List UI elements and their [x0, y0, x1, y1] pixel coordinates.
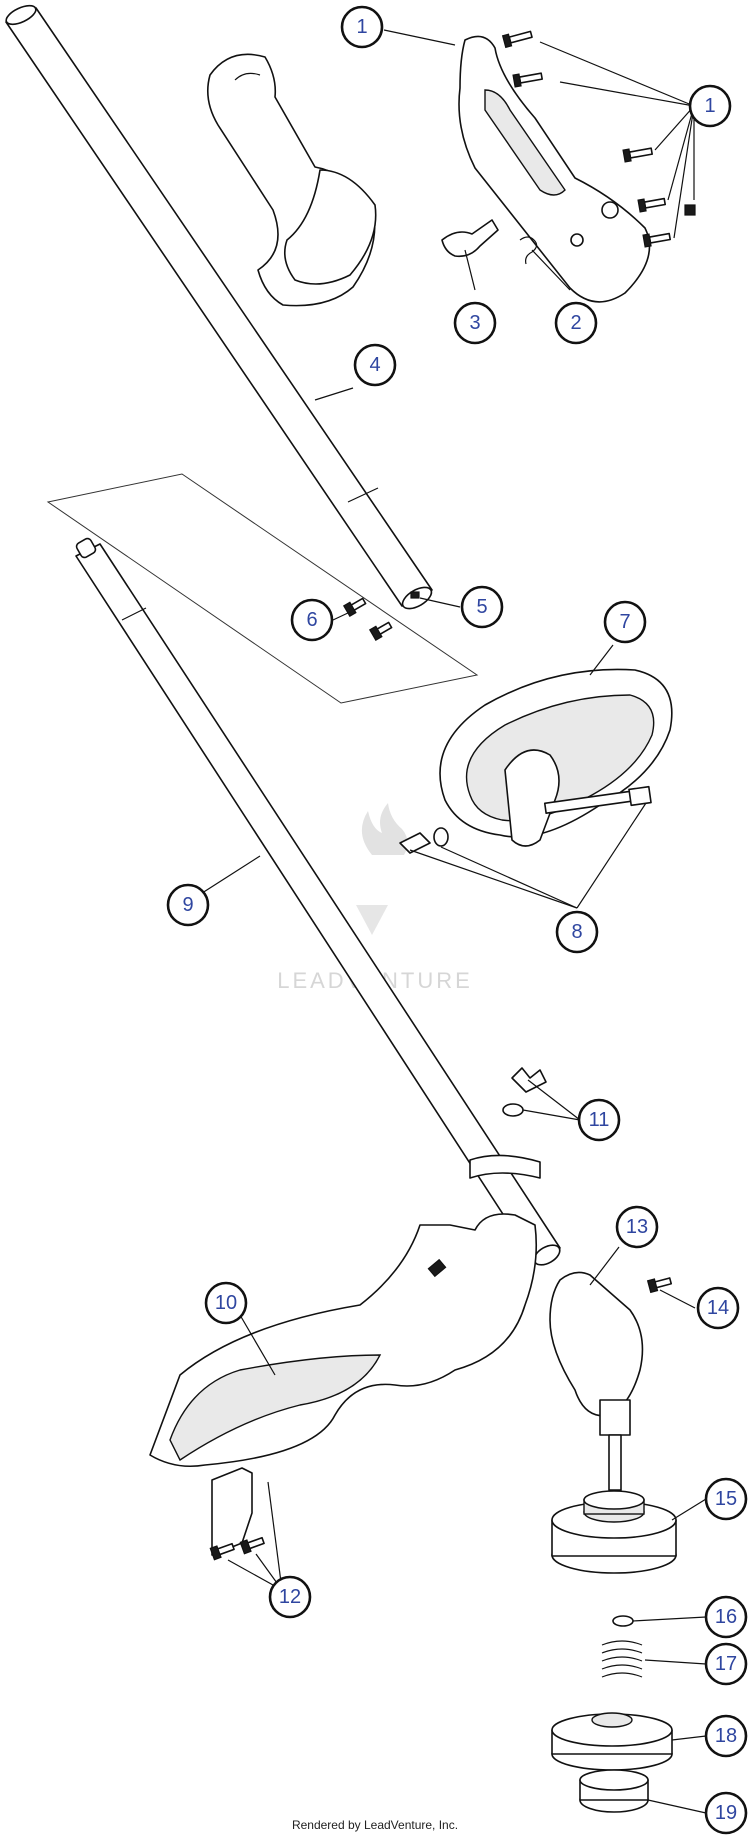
svg-text:1: 1 [704, 95, 715, 117]
svg-text:2: 2 [570, 312, 581, 334]
trigger-spring [519, 236, 538, 265]
grass-guard [149, 1213, 538, 1468]
callout-13: 13 [615, 1205, 659, 1249]
callout-14: 14 [696, 1286, 740, 1330]
callout-18: 18 [704, 1714, 748, 1758]
gear-head-screw [646, 1277, 673, 1294]
guard-bracket [209, 1467, 265, 1561]
gear-head [549, 1271, 644, 1491]
callout-3: 3 [453, 301, 497, 345]
coupler-screws [342, 597, 393, 642]
svg-text:11: 11 [589, 1109, 610, 1131]
callout-7: 7 [603, 600, 647, 644]
svg-text:14: 14 [707, 1297, 729, 1319]
svg-text:6: 6 [306, 609, 317, 631]
trigger [441, 219, 499, 258]
lower-shaft [75, 537, 561, 1266]
callout-8: 8 [555, 910, 599, 954]
callout-12: 12 [268, 1575, 312, 1619]
loop-handle [439, 668, 673, 847]
svg-text:19: 19 [715, 1802, 737, 1824]
callout-9: 9 [166, 883, 210, 927]
callout-10: 10 [204, 1281, 248, 1325]
svg-text:5: 5 [476, 596, 487, 618]
callout-17: 17 [704, 1642, 748, 1686]
svg-text:7: 7 [619, 611, 630, 633]
callout-5: 5 [460, 585, 504, 629]
svg-text:1: 1 [356, 16, 367, 38]
svg-text:15: 15 [715, 1488, 737, 1510]
svg-text:4: 4 [369, 354, 380, 376]
rear-handle-grip [207, 53, 377, 307]
svg-text:13: 13 [626, 1216, 648, 1238]
footer-credit: Rendered by LeadVenture, Inc. [291, 1818, 459, 1832]
upper-shaft [5, 4, 433, 610]
svg-text:8: 8 [571, 921, 582, 943]
callout-15: 15 [704, 1477, 748, 1521]
loop-handle-hardware [399, 785, 652, 854]
callout-11: 11 [577, 1098, 621, 1142]
svg-text:3: 3 [469, 312, 480, 334]
svg-text:18: 18 [715, 1725, 737, 1747]
spool-washer [612, 1615, 634, 1627]
callout-4: 4 [353, 343, 397, 387]
callout-1: 1 [688, 84, 732, 128]
bump-knob [579, 1769, 649, 1813]
line-spool [551, 1712, 673, 1771]
callout-16: 16 [704, 1595, 748, 1639]
callout-2: 2 [554, 301, 598, 345]
svg-text:12: 12 [279, 1586, 301, 1608]
callout-6: 6 [290, 598, 334, 642]
handle-housing [458, 35, 651, 303]
spool-housing [551, 1490, 677, 1574]
callout-1: 1 [340, 5, 384, 49]
shaft-clamp-hardware [469, 1067, 547, 1179]
svg-text:17: 17 [715, 1653, 737, 1675]
svg-text:16: 16 [715, 1606, 737, 1628]
spool-spring [601, 1640, 643, 1678]
svg-text:9: 9 [182, 894, 193, 916]
svg-text:10: 10 [215, 1292, 237, 1314]
housing-screws [501, 30, 696, 248]
callout-19: 19 [704, 1791, 748, 1835]
hardware-box [46, 473, 479, 704]
